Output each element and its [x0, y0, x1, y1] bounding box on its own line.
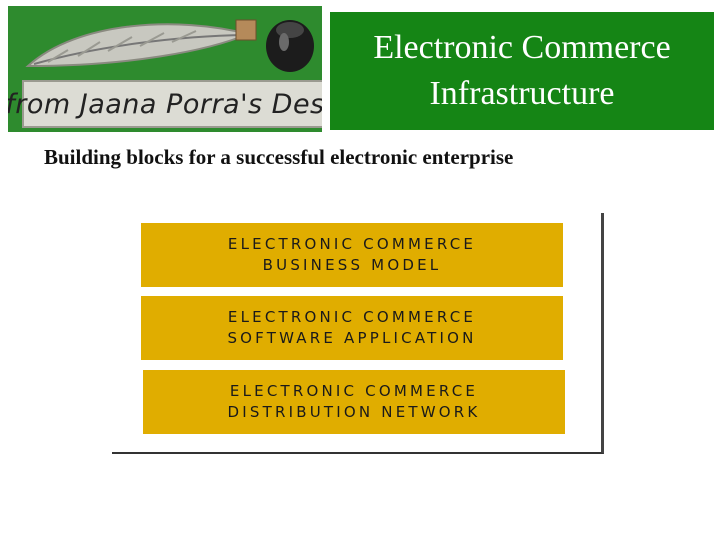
block-label-line-2: SOFTWARE APPLICATION [227, 329, 477, 347]
block-software-application: ELECTRONIC COMMERCE SOFTWARE APPLICATION [141, 296, 563, 360]
block-distribution-network: ELECTRONIC COMMERCE DISTRIBUTION NETWORK [143, 370, 565, 434]
logo-tag: from Jaana Porra's Desk [8, 80, 322, 128]
page-title-line-2: Infrastructure [429, 75, 615, 112]
subtitle: Building blocks for a successful electro… [44, 145, 514, 169]
logo: from Jaana Porra's Desk [8, 6, 322, 132]
block-label-line-1: ELECTRONIC COMMERCE [229, 382, 479, 400]
block-label-line-2: DISTRIBUTION NETWORK [227, 403, 481, 421]
page-title-line-1: Electronic Commerce [373, 29, 671, 66]
block-label-line-1: ELECTRONIC COMMERCE [227, 235, 477, 253]
block-label-line-1: ELECTRONIC COMMERCE [227, 308, 477, 326]
building-blocks-diagram: ELECTRONIC COMMERCE BUSINESS MODEL ELECT… [112, 213, 604, 454]
block-label-line-2: BUSINESS MODEL [262, 256, 442, 274]
title-panel: Electronic Commerce Infrastructure [330, 12, 714, 130]
block-business-model: ELECTRONIC COMMERCE BUSINESS MODEL [141, 223, 563, 287]
